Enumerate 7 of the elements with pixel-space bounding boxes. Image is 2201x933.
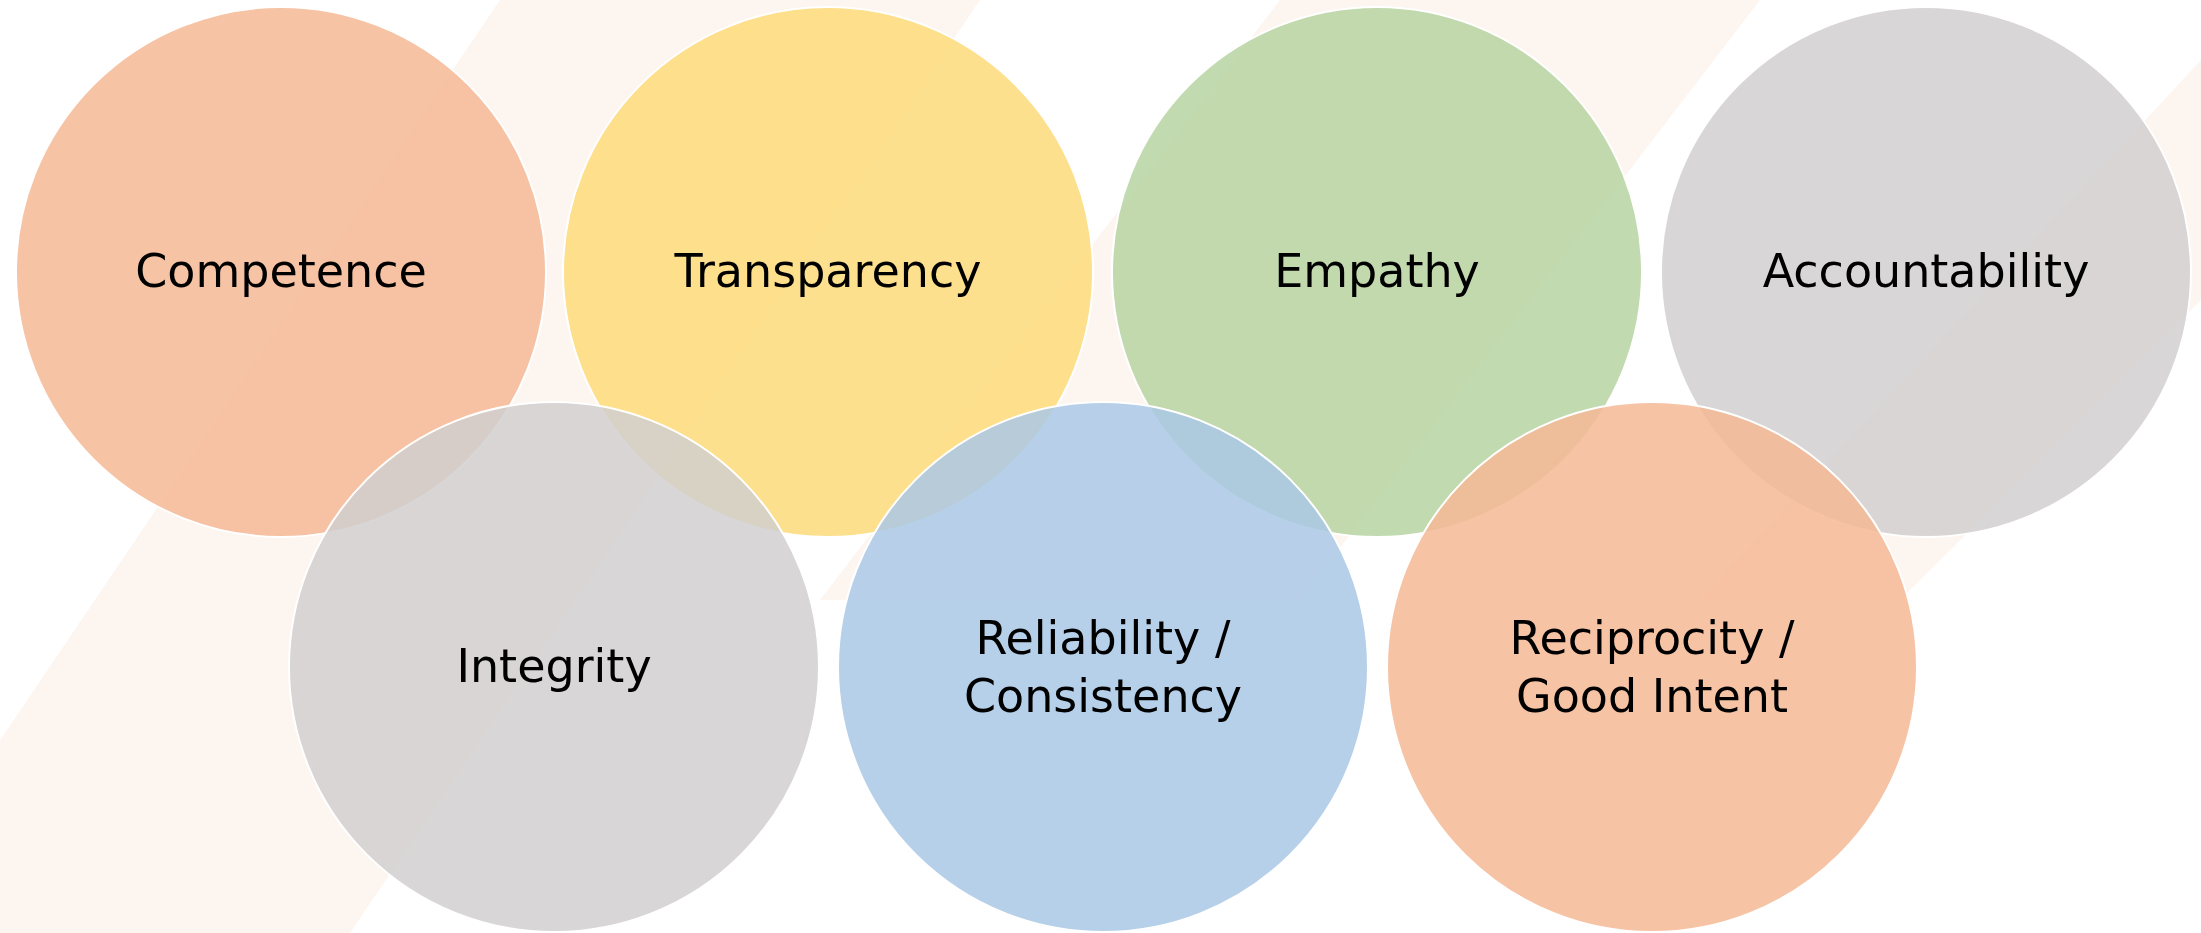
trait-label: Competence — [134, 243, 428, 301]
trait-label: Empathy — [1273, 243, 1481, 301]
trait-label: Reciprocity / Good Intent — [1508, 609, 1796, 724]
trait-label: Accountability — [1761, 243, 2091, 301]
trait-label: Transparency — [673, 243, 983, 301]
trait-label: Integrity — [455, 638, 653, 696]
trait-label: Reliability / Consistency — [962, 609, 1244, 724]
